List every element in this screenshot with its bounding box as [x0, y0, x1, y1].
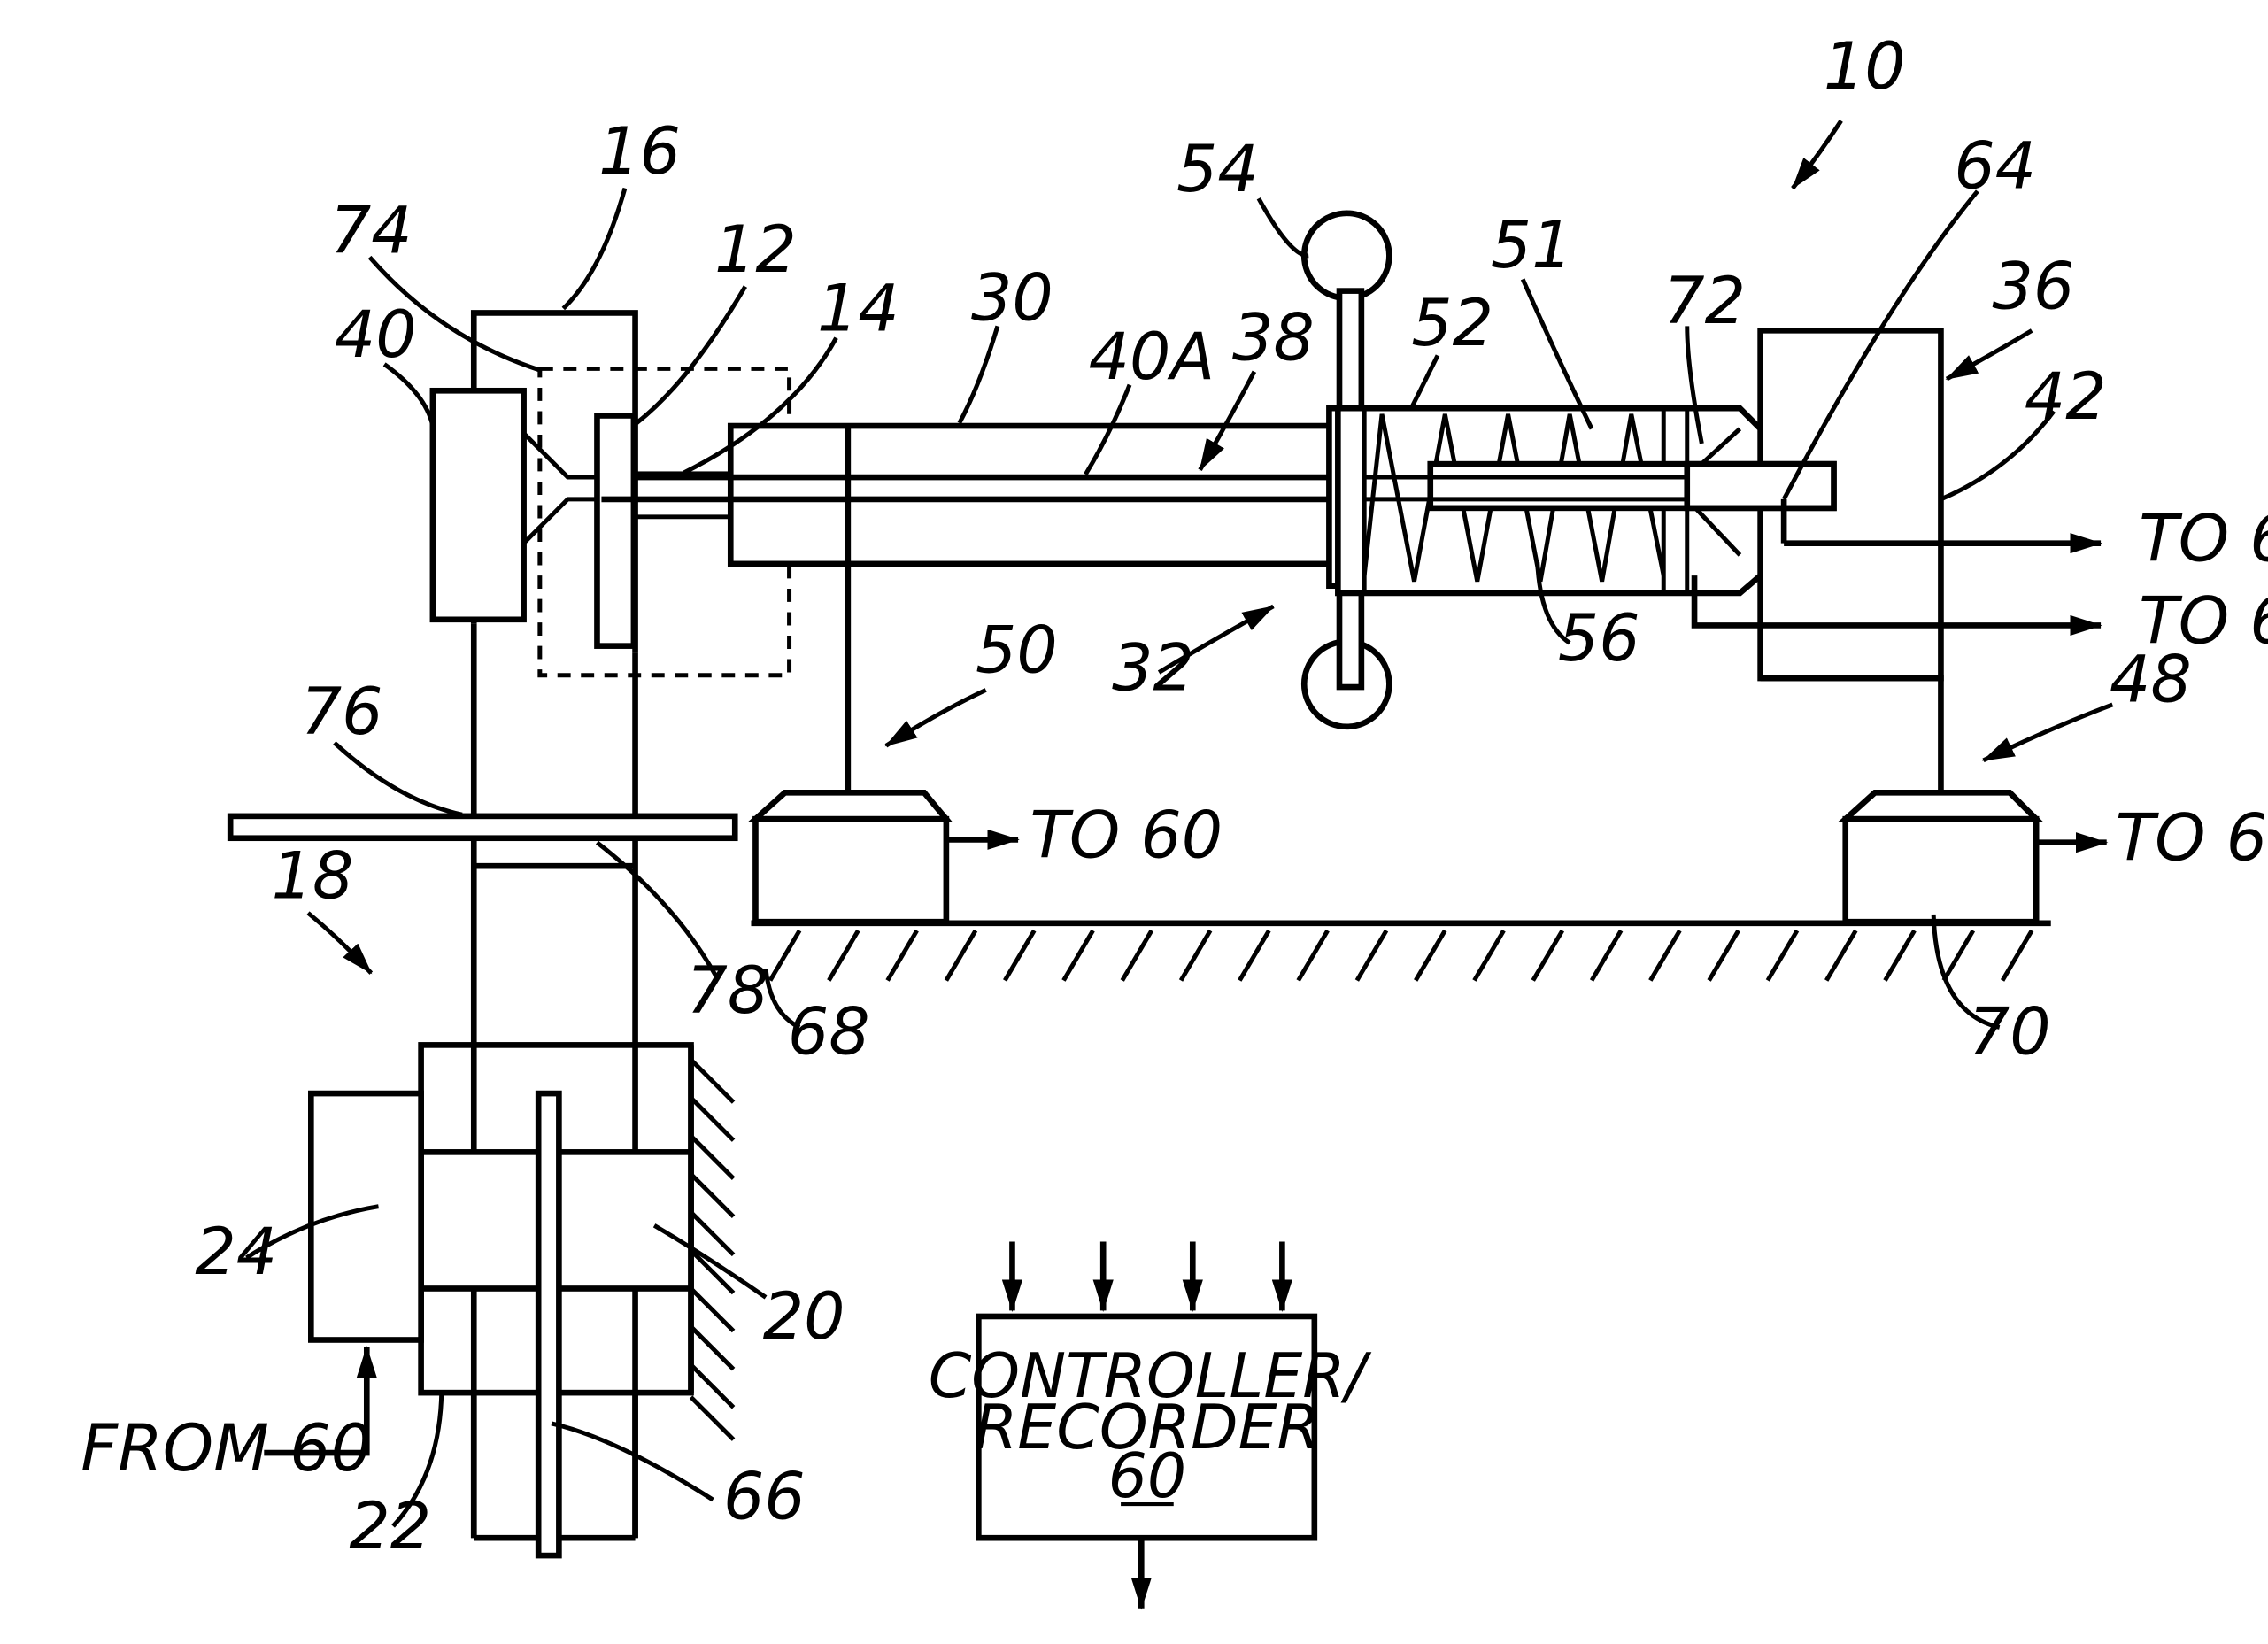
ref-68: 68	[788, 994, 870, 1069]
ref-16: 16	[598, 114, 681, 189]
plate-12	[597, 415, 633, 645]
support-48	[1761, 678, 1941, 792]
ref-51: 51	[1491, 208, 1573, 283]
ref-70: 70	[1969, 994, 2051, 1069]
hatched-wall	[691, 1045, 734, 1439]
load-cell-70	[1846, 792, 2036, 922]
ref-54: 54	[1176, 132, 1259, 207]
ref-42: 42	[2025, 359, 2107, 435]
ref-24: 24	[195, 1215, 277, 1290]
ref-64: 64	[1954, 129, 2036, 205]
label-to60-b: TO 60	[2139, 583, 2268, 659]
ref-66: 66	[723, 1460, 806, 1535]
ref-38: 38	[1232, 300, 1315, 375]
ref-32: 32	[1112, 630, 1194, 706]
ref-12: 12	[714, 212, 797, 288]
ground	[751, 923, 2050, 981]
ref-72: 72	[1663, 264, 1746, 339]
sample-clamp-lines	[524, 433, 602, 543]
holder-40	[433, 390, 524, 620]
load-cell-68	[755, 792, 945, 922]
label-to60-a: TO 60	[2139, 502, 2268, 577]
ref-14: 14	[817, 271, 899, 346]
ref-18: 18	[272, 839, 354, 915]
ref-30: 30	[971, 261, 1053, 336]
arm-30	[601, 426, 1335, 564]
label-to60-d: TO 60	[2116, 801, 2268, 876]
ref-56: 56	[1558, 601, 1640, 676]
label-to60-c: TO 60	[1030, 798, 1223, 873]
ref-10: 10	[1824, 29, 1906, 104]
platform-76	[230, 816, 735, 838]
ref-74: 74	[330, 194, 413, 269]
ref-40: 40	[335, 297, 417, 373]
ref-76: 76	[301, 675, 383, 750]
controller-number: 60	[1108, 1440, 1187, 1512]
shaft-66	[538, 1093, 559, 1555]
ref-36: 36	[1992, 249, 2074, 324]
label-from60: FROM 60	[81, 1411, 372, 1486]
ref-22: 22	[349, 1489, 431, 1564]
ref-78: 78	[687, 953, 769, 1029]
ref-52: 52	[1411, 286, 1493, 361]
ref-40a: 40A	[1089, 320, 1215, 395]
ref-20: 20	[763, 1279, 845, 1355]
ref-50: 50	[976, 613, 1058, 688]
